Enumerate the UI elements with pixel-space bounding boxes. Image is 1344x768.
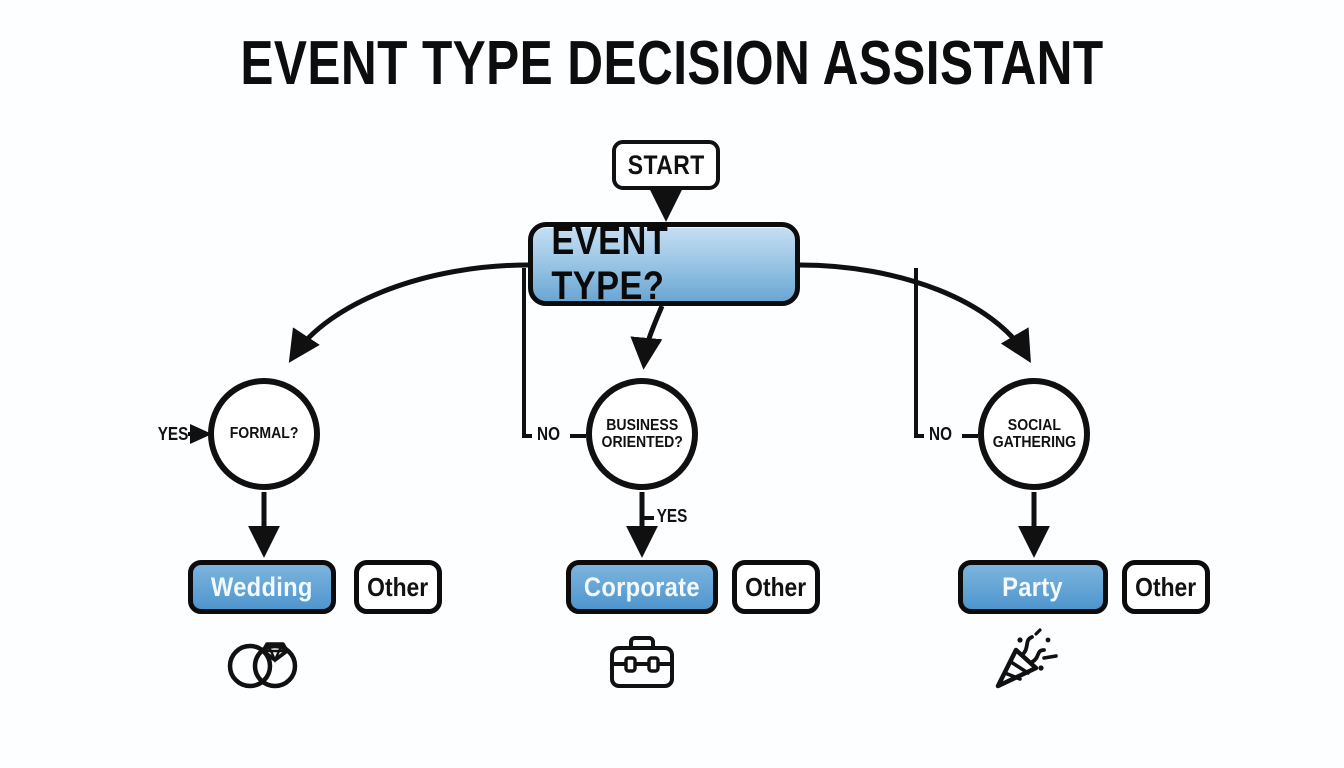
other-button-corporate-label: Other — [745, 571, 807, 602]
node-event-type[interactable]: EVENT TYPE? — [528, 219, 800, 308]
result-button-corporate[interactable]: Corporate — [566, 560, 718, 614]
edge-no-social-elbow — [914, 268, 924, 438]
node-start[interactable]: START — [612, 140, 720, 190]
node-social-gathering-label: SOCIAL GATHERING — [992, 416, 1076, 451]
node-business-oriented[interactable]: BUSINESS ORIENTED? — [586, 378, 698, 490]
page-title: EVENT TYPE DECISION ASSISTANT — [240, 29, 1104, 98]
result-button-wedding[interactable]: Wedding — [188, 560, 336, 614]
node-start-label: START — [627, 149, 705, 180]
result-button-party[interactable]: Party — [958, 560, 1108, 614]
other-button-wedding[interactable]: Other — [354, 560, 442, 614]
other-button-party-label: Other — [1135, 571, 1197, 602]
edge-label-yes-corporate: YES — [656, 506, 688, 526]
result-button-corporate-label: Corporate — [584, 571, 700, 602]
result-button-party-label: Party — [1002, 571, 1064, 602]
other-button-corporate[interactable]: Other — [732, 560, 820, 614]
edge-label-no-social: NO — [929, 424, 952, 444]
other-button-wedding-label: Other — [367, 571, 429, 602]
wedding-rings-icon — [217, 626, 307, 696]
result-button-wedding-label: Wedding — [211, 571, 313, 602]
party-popper-icon — [981, 626, 1071, 696]
node-business-oriented-label: BUSINESS ORIENTED? — [601, 416, 683, 451]
other-button-party[interactable]: Other — [1122, 560, 1210, 614]
edge-label-no-business: NO — [537, 424, 560, 444]
briefcase-icon — [597, 626, 687, 696]
node-event-type-label: EVENT TYPE? — [551, 219, 669, 308]
edge-eventtype-to-formal — [288, 262, 529, 363]
node-formal-label: FORMAL? — [229, 425, 299, 443]
node-social-gathering[interactable]: SOCIAL GATHERING — [978, 378, 1090, 490]
edge-eventtype-to-social — [799, 262, 1031, 364]
node-formal[interactable]: FORMAL? — [208, 378, 320, 490]
edge-eventtype-to-business — [630, 305, 665, 370]
edge-label-yes-formal: YES — [157, 424, 189, 444]
